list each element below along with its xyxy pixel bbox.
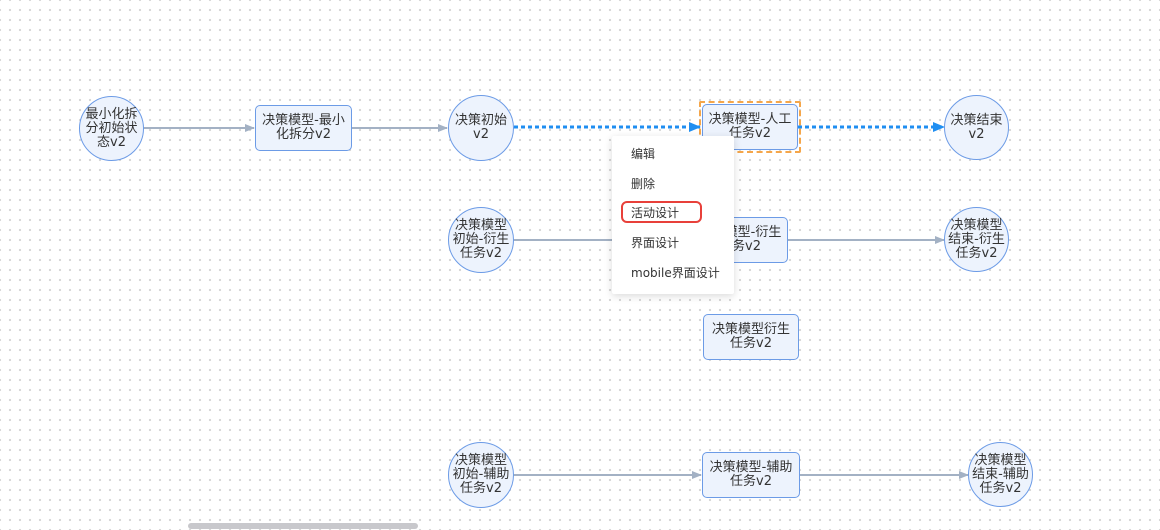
node-label: 决策模型初始-辅助任务v2: [452, 453, 510, 496]
node-label: 决策初始v2: [454, 113, 507, 142]
scrollbar-thumb[interactable]: [188, 523, 418, 529]
node-label: 决策结束v2: [950, 112, 1003, 142]
node-decision-derive-task-2[interactable]: 决策模型衍生任务v2: [703, 314, 799, 360]
node-label: 决策模型初始-衍生任务v2: [452, 218, 510, 261]
node-min-split-init-state[interactable]: 最小化拆分初始状态v2: [79, 96, 144, 161]
node-decision-init[interactable]: 决策初始v2: [448, 95, 514, 161]
node-label: 决策模型衍生任务v2: [711, 322, 790, 351]
node-label: 决策模型-辅助任务v2: [709, 460, 793, 489]
node-label: 决策模型结束-辅助任务v2: [972, 452, 1029, 496]
node-decision-derive-init[interactable]: 决策模型初始-衍生任务v2: [448, 207, 514, 273]
menu-item-ui-design[interactable]: 界面设计: [612, 230, 734, 254]
menu-item-label: 删除: [631, 176, 656, 191]
menu-item-label: mobile界面设计: [631, 265, 720, 280]
menu-highlight-box: [621, 201, 702, 223]
menu-item-label: 界面设计: [631, 235, 680, 250]
node-label: 决策模型-人工任务v2: [708, 112, 792, 141]
menu-item-label: 编辑: [631, 146, 656, 161]
node-label: 决策模型结束-衍生任务v2: [948, 217, 1005, 261]
menu-item-label: 活动设计: [631, 205, 680, 220]
menu-item-delete[interactable]: 删除: [612, 171, 734, 195]
node-decision-aux-end[interactable]: 决策模型结束-辅助任务v2: [968, 442, 1033, 507]
menu-item-edit[interactable]: 编辑: [612, 141, 734, 165]
node-decision-end[interactable]: 决策结束v2: [944, 95, 1009, 160]
node-decision-aux-init[interactable]: 决策模型初始-辅助任务v2: [448, 442, 514, 508]
node-label: 最小化拆分初始状态v2: [85, 106, 138, 150]
horizontal-scrollbar[interactable]: [0, 520, 1160, 530]
node-label: 决策模型-最小化拆分v2: [262, 113, 345, 142]
menu-item-mobile-ui-design[interactable]: mobile界面设计: [612, 260, 734, 284]
node-decision-aux-task[interactable]: 决策模型-辅助任务v2: [702, 452, 800, 498]
node-decision-min-split[interactable]: 决策模型-最小化拆分v2: [255, 105, 352, 151]
context-menu: 编辑 删除 活动设计 界面设计 mobile界面设计: [612, 136, 734, 294]
node-decision-derive-end[interactable]: 决策模型结束-衍生任务v2: [944, 207, 1009, 272]
selection-outline: [699, 101, 801, 153]
menu-item-activity-design[interactable]: 活动设计: [612, 200, 734, 224]
